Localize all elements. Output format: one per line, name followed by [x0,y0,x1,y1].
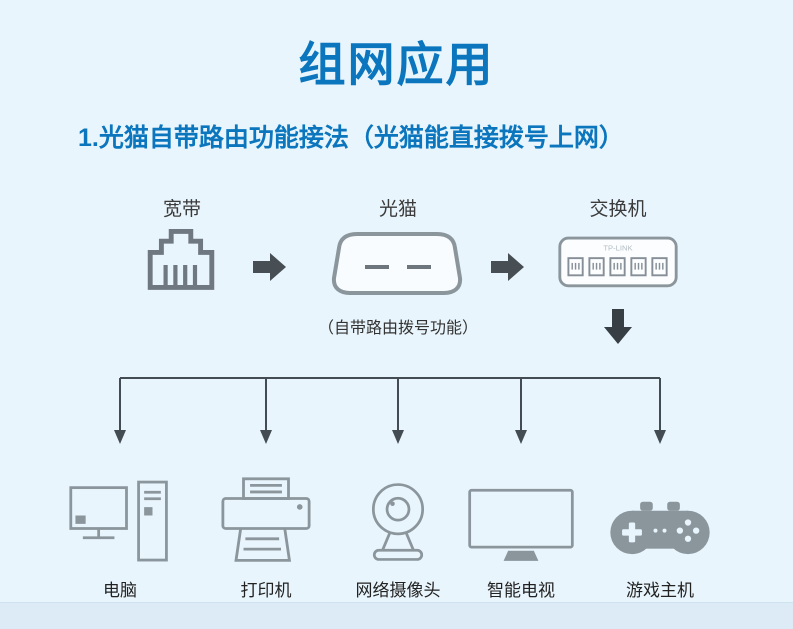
switch-brand-text: TP-LINK [603,244,632,253]
webcam-icon [356,466,440,566]
device-computer: 电脑 [55,466,185,601]
modem-icon [327,228,467,302]
device-game-console: 游戏主机 [595,466,725,601]
modem-label: 光猫 [378,199,417,220]
device-smart-tv: 智能电视 [456,466,586,601]
broadband-label: 宽带 [162,199,201,220]
game-console-icon [604,466,716,566]
down-arrow-icon [603,308,633,346]
device-label: 网络摄像头 [355,581,441,600]
right-arrow-icon [252,252,288,282]
section-subtitle: 1.光猫自带路由功能接法（光猫能直接拨号上网） [78,124,624,152]
printer-icon [217,466,315,566]
device-webcam: 网络摄像头 [333,466,463,601]
desktop-computer-icon [68,466,172,566]
rj45-port-icon [146,224,216,292]
right-arrow-icon [490,252,526,282]
device-label: 智能电视 [487,581,555,600]
smart-tv-icon [466,466,576,566]
footer-strip [0,602,793,629]
branch-connector-lines [108,376,670,448]
page-title: 组网应用 [298,38,495,91]
device-label: 打印机 [240,581,292,600]
device-label: 游戏主机 [626,581,694,600]
device-label: 电脑 [103,581,137,600]
device-printer: 打印机 [201,466,331,601]
switch-label: 交换机 [589,199,647,220]
switch-icon: TP-LINK [556,230,680,292]
modem-caption: （自带路由拨号功能） [317,320,478,337]
